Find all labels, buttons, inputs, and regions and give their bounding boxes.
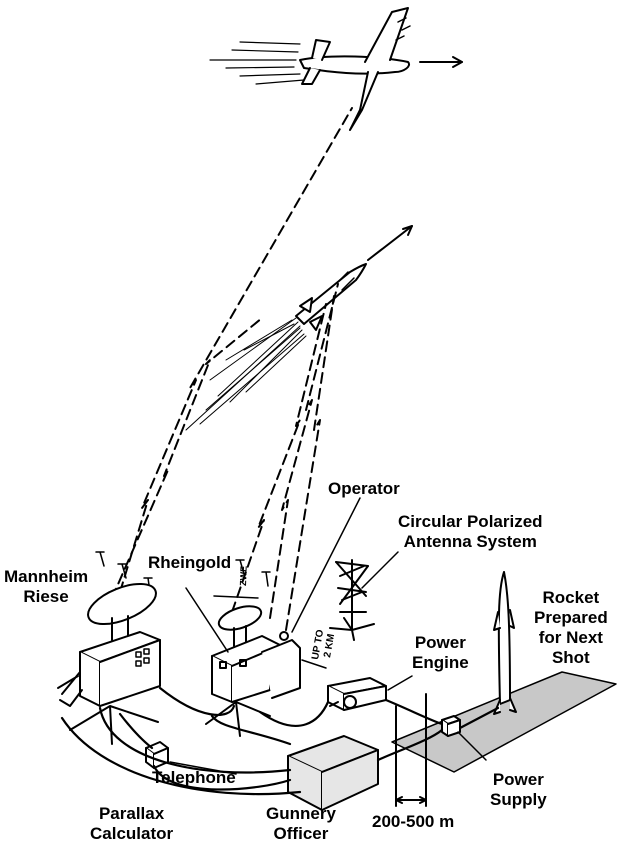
- leader-lines: [169, 497, 487, 775]
- up-to-2km-top: UP TO: [310, 629, 326, 661]
- rheingold-radar: [205, 605, 301, 737]
- distance-marker: [395, 693, 427, 807]
- label-telephone: Telephone: [152, 768, 236, 787]
- power-engine-unit: [327, 677, 387, 711]
- up-to-2km-bottom: 2 KM: [322, 633, 337, 658]
- power-supply-box: [441, 715, 461, 737]
- target-aircraft: [209, 7, 463, 131]
- wire-mark: ZWE: [238, 566, 249, 586]
- label-parallax-calculator: Parallax Calculator: [90, 804, 174, 843]
- connecting-cables: [60, 686, 500, 796]
- rocket-on-pad: [493, 571, 517, 715]
- label-rocket-prepared: Rocket Prepared for Next Shot: [534, 588, 608, 667]
- circular-polarized-antenna: [329, 559, 375, 641]
- label-rheingold: Rheingold: [148, 553, 232, 572]
- label-antenna-system: Circular Polarized Antenna System: [398, 512, 543, 551]
- label-mannheim-riese: Mannheim Riese: [4, 567, 89, 606]
- label-gunnery-officer: Gunnery Officer: [266, 804, 336, 843]
- label-power-supply: Power Supply: [490, 770, 547, 809]
- label-operator: Operator: [328, 479, 400, 498]
- label-distance: 200-500 m: [372, 812, 455, 831]
- mannheim-riese-radar: [57, 582, 161, 745]
- label-power-engine: Power Engine: [412, 633, 469, 672]
- gunnery-officer-console: [287, 735, 379, 811]
- tracking-beams: [111, 107, 353, 631]
- guided-missile: [185, 225, 413, 431]
